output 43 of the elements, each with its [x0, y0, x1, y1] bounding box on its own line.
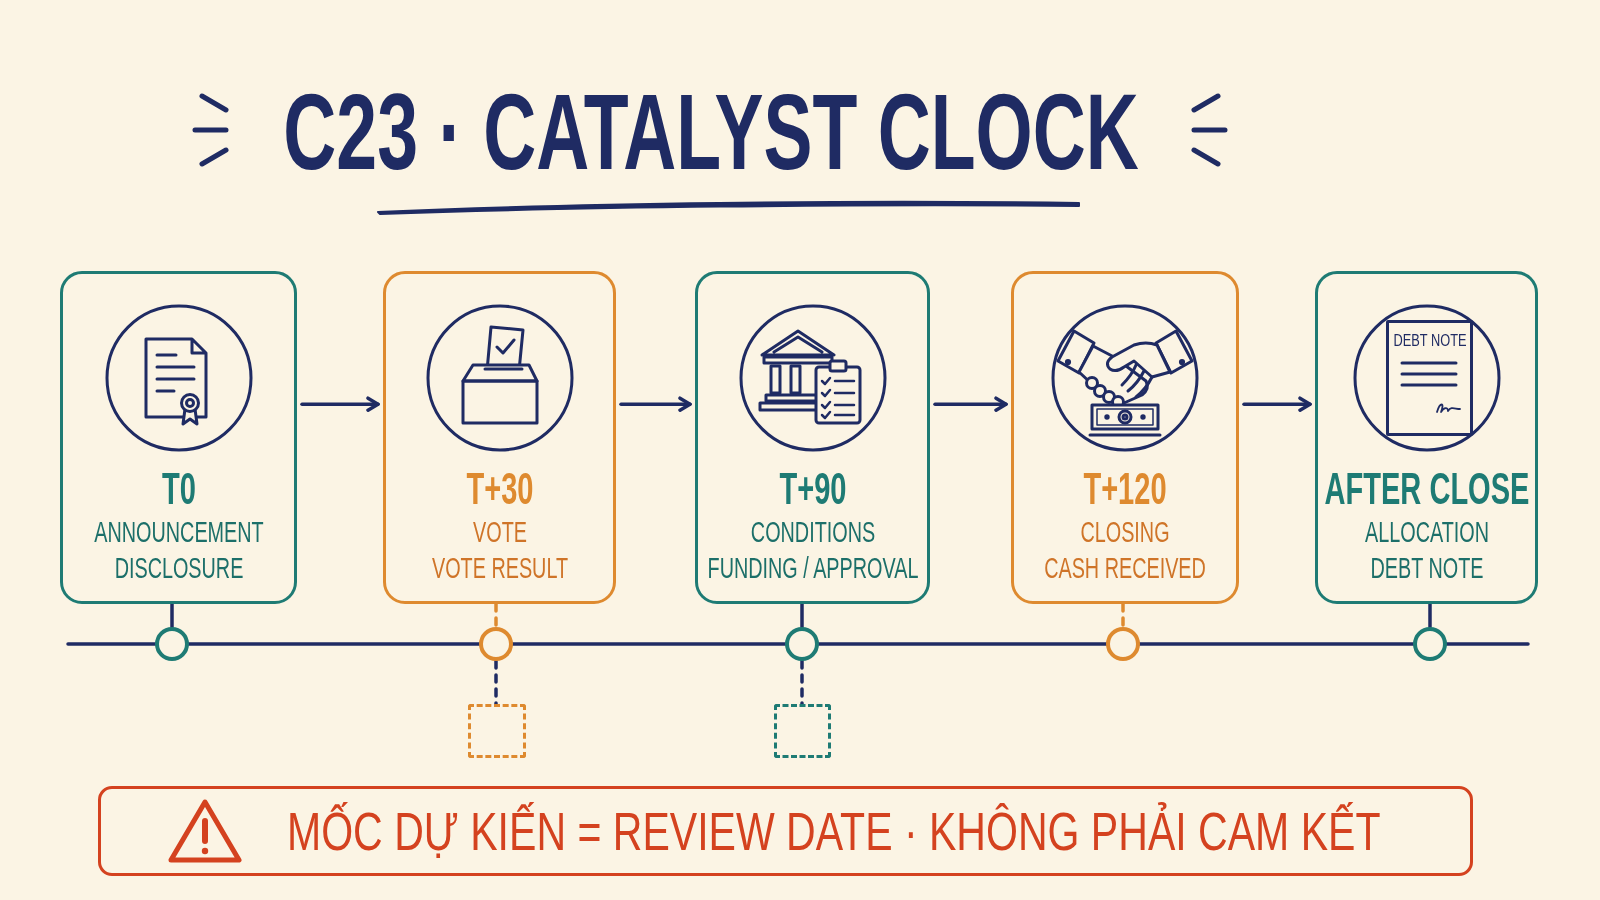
milestone-text: CLOSING: [1080, 514, 1170, 550]
dashed-connector-line: [494, 602, 498, 629]
milestone-text: ALLOCATION: [1364, 514, 1489, 550]
diagram-title: C23 · CATALYST CLOCK: [283, 78, 1139, 186]
milestone-text: VOTE RESULT: [431, 550, 568, 586]
warning-banner: [98, 786, 1473, 876]
milestone-text: DISCLOSURE: [114, 550, 243, 586]
milestone-date: T+30: [466, 464, 533, 514]
milestone-text: FUNDING / APPROVAL: [707, 550, 918, 586]
document-heading: DEBT NOTE: [1393, 331, 1466, 351]
milestone-text: ANNOUNCEMENT: [93, 514, 264, 550]
timeline-marker: [155, 627, 189, 661]
dashed-connector-line: [800, 659, 804, 706]
milestone-card: [383, 271, 616, 604]
milestone-card: [1011, 271, 1239, 604]
connector-line: [800, 602, 804, 629]
dashed-placeholder: [468, 704, 526, 758]
timeline-marker: [1413, 627, 1447, 661]
arrow: [300, 396, 380, 412]
dashed-connector-line: [1121, 602, 1125, 629]
milestone-card: [60, 271, 297, 604]
milestone-date: T0: [161, 464, 196, 514]
milestone-card: [695, 271, 930, 604]
arrow: [933, 396, 1008, 412]
timeline-marker: [479, 627, 513, 661]
connector-line: [1428, 602, 1432, 629]
milestone-text: VOTE: [472, 514, 527, 550]
milestone-date: T+120: [1083, 464, 1167, 514]
milestone-text: DEBT NOTE: [1370, 550, 1483, 586]
milestone-text: CONDITIONS: [750, 514, 875, 550]
document-sheet: [1386, 320, 1473, 436]
milestone-date: AFTER CLOSE: [1324, 464, 1529, 514]
milestone-text: CASH RECEIVED: [1044, 550, 1206, 586]
timeline-marker: [1106, 627, 1140, 661]
timeline-marker: [785, 627, 819, 661]
dashed-connector-line: [494, 659, 498, 706]
arrow: [1242, 396, 1312, 412]
warning-text: MỐC DỰ KIẾN = REVIEW DATE · KHÔNG PHẢI CAM KẾT: [287, 800, 1381, 863]
milestone-date: T+90: [779, 464, 846, 514]
dashed-placeholder: [774, 704, 831, 758]
connector-line: [170, 602, 174, 629]
milestone-card: [1315, 271, 1538, 604]
arrow: [619, 396, 692, 412]
